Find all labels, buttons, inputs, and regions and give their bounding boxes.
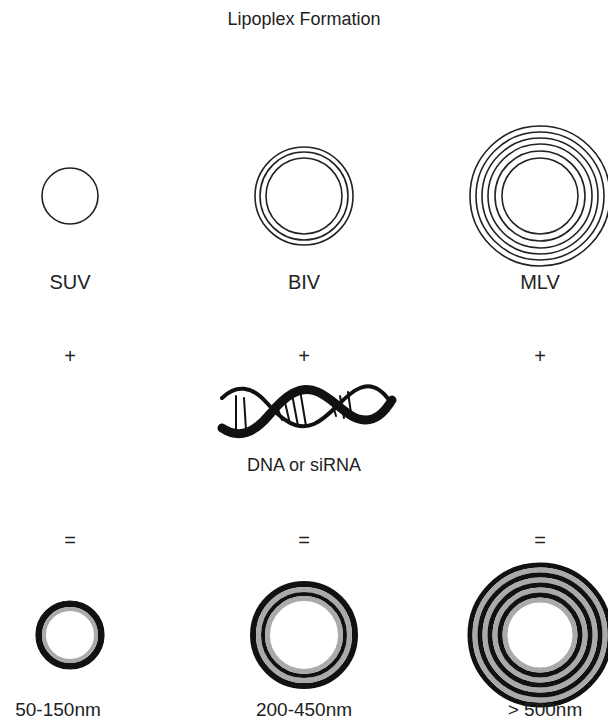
suv-vesicle (42, 168, 98, 224)
equals-sign: = (298, 528, 310, 552)
vesicle-name: BIV (288, 270, 320, 294)
diagram-title: Lipoplex Formation (227, 9, 380, 31)
size-range: > 500nm (508, 699, 582, 722)
equals-sign: = (534, 528, 546, 552)
plus-sign: + (64, 344, 76, 368)
size-range: 200-450nm (256, 699, 352, 722)
lipoplex-large (470, 565, 608, 705)
plus-sign: + (298, 344, 310, 368)
lipoplex-small (36, 601, 104, 669)
biv-vesicle (255, 147, 353, 245)
equals-sign: = (64, 528, 76, 552)
mlv-vesicle (470, 126, 608, 266)
dna-helix (222, 386, 392, 434)
plus-sign: + (534, 344, 546, 368)
nucleic-acid-label: DNA or siRNA (247, 455, 361, 477)
vesicle-name: SUV (49, 270, 90, 294)
vesicle-name: MLV (520, 270, 560, 294)
lipoplex-medium (253, 584, 355, 686)
size-range: 50-150nm (15, 699, 101, 722)
